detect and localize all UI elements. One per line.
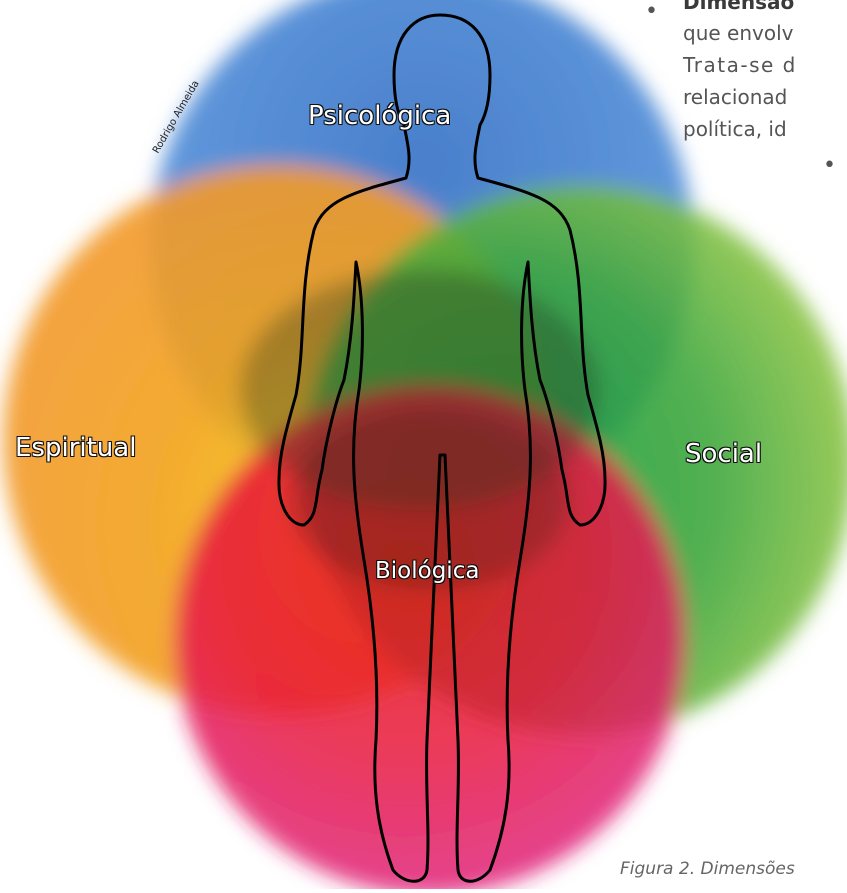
figure-caption: Figura 2. Dimensões [620,859,795,879]
side-text-line: que envolv [683,17,793,49]
side-text-line: política, id [683,113,787,145]
label-biologica: Biológica [375,558,479,584]
label-psicologica: Psicológica [308,101,451,131]
label-espiritual: Espiritual [15,433,136,463]
bullet-marker: • [645,0,658,28]
bullet-marker: • [823,150,836,182]
label-social: Social [685,439,762,469]
side-heading: Dimensão [683,0,794,18]
side-text-line: relacionad [683,81,787,113]
side-text-line: Trata-se d [683,49,797,81]
